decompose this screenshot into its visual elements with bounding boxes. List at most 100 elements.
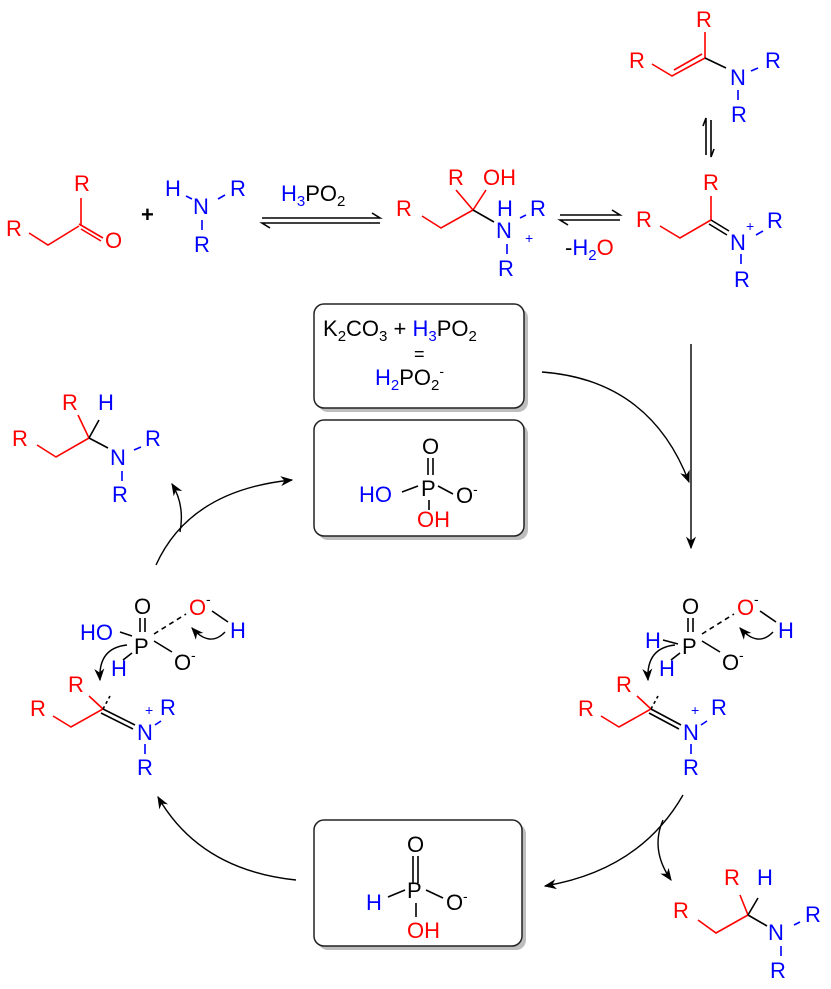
- svg-text:R: R: [30, 696, 46, 721]
- svg-text:N: N: [730, 230, 746, 255]
- ketone-bonds: [28, 198, 104, 246]
- svg-text:P: P: [134, 634, 149, 659]
- arrow-box3-to-left: [157, 795, 297, 881]
- svg-text:-: -: [473, 481, 478, 497]
- svg-text:N: N: [768, 920, 784, 945]
- svg-text:R: R: [731, 102, 747, 127]
- enamine: R R N R R: [629, 7, 781, 127]
- svg-text:R: R: [530, 196, 546, 221]
- svg-text:N: N: [110, 445, 126, 470]
- svg-text:H2PO2-: H2PO2-: [375, 363, 444, 394]
- svg-text:R: R: [683, 755, 699, 780]
- amine-reactant: H N R R: [165, 176, 246, 257]
- svg-text:O: O: [737, 595, 754, 620]
- svg-text:H: H: [497, 196, 513, 221]
- svg-text:R: R: [770, 958, 786, 983]
- svg-text:N: N: [496, 218, 512, 243]
- svg-text:-: -: [463, 888, 468, 904]
- arrow-left-to-box2: [155, 476, 294, 566]
- svg-text:+: +: [145, 702, 153, 718]
- svg-text:R: R: [448, 165, 464, 190]
- svg-text:R: R: [145, 426, 161, 451]
- tautomer-equilibrium-arrow: [702, 117, 715, 158]
- svg-text:R: R: [629, 48, 645, 73]
- svg-text:H: H: [757, 865, 773, 890]
- svg-text:R: R: [765, 48, 781, 73]
- svg-text:R: R: [68, 672, 84, 697]
- ketone-r1: R: [6, 216, 22, 241]
- h3po2-label: H3PO2: [281, 181, 345, 210]
- iminium-top: R R N + R R: [636, 170, 783, 292]
- svg-text:R: R: [673, 898, 689, 923]
- svg-text:H: H: [778, 618, 794, 643]
- svg-text:R: R: [12, 426, 28, 451]
- svg-text:R: R: [498, 256, 514, 281]
- reagent-box: K2CO3 + H3PO2 = H2PO2-: [313, 303, 528, 412]
- svg-text:P: P: [682, 634, 697, 659]
- svg-text:H: H: [659, 656, 675, 681]
- svg-text:R: R: [578, 696, 594, 721]
- svg-text:-: -: [191, 647, 196, 663]
- svg-text:HO: HO: [80, 620, 113, 645]
- svg-text:-: -: [754, 591, 759, 607]
- transition-complex-left: O P HO O - H O - H R R N + R R: [30, 591, 246, 780]
- plus-sign: +: [141, 202, 154, 227]
- svg-text:H: H: [645, 628, 661, 653]
- svg-text:N: N: [683, 720, 699, 745]
- svg-text:OH: OH: [417, 507, 450, 532]
- svg-text:R: R: [805, 902, 821, 927]
- svg-text:-: -: [206, 591, 211, 607]
- svg-text:OH: OH: [483, 165, 516, 190]
- svg-text:R: R: [137, 755, 153, 780]
- svg-text:R: R: [616, 672, 632, 697]
- amine-r2: R: [194, 232, 210, 257]
- svg-text:R: R: [734, 267, 750, 292]
- arrow-to-left-product: [171, 482, 183, 533]
- svg-text:O: O: [682, 594, 699, 619]
- svg-text:H: H: [98, 390, 114, 415]
- svg-text:O: O: [134, 594, 151, 619]
- ketone-oxygen: O: [105, 228, 122, 253]
- svg-text:R: R: [160, 695, 176, 720]
- svg-text:P: P: [421, 476, 436, 501]
- svg-text:O: O: [446, 890, 463, 915]
- ketone-r2: R: [74, 171, 90, 196]
- amine-h: H: [165, 176, 181, 201]
- minus-water-label: -H2O: [565, 235, 614, 264]
- arrow-right-to-box3: [543, 794, 684, 890]
- svg-text:H: H: [111, 656, 127, 681]
- svg-text:O: O: [722, 650, 739, 675]
- svg-text:R: R: [767, 208, 783, 233]
- svg-text:O: O: [174, 650, 191, 675]
- amine-product-left: R R H N R R: [12, 390, 161, 507]
- hypophosphite-box: O P H O - OH: [313, 819, 526, 950]
- svg-text:R: R: [711, 695, 727, 720]
- svg-text:+: +: [746, 218, 754, 234]
- svg-text:R: R: [724, 865, 740, 890]
- svg-text:H: H: [230, 618, 246, 643]
- amine-product-right: R R H N R R: [673, 865, 821, 983]
- svg-text:=: =: [414, 344, 425, 364]
- svg-text:R: R: [112, 482, 128, 507]
- svg-text:H: H: [366, 890, 382, 915]
- svg-text:O: O: [422, 434, 439, 459]
- svg-text:R: R: [696, 7, 712, 32]
- equilibrium-arrow-1: [259, 212, 383, 229]
- ketone-reactant: R R O: [6, 171, 122, 253]
- svg-text:R: R: [636, 207, 652, 232]
- amine-r1: R: [230, 176, 246, 201]
- svg-text:O: O: [407, 832, 424, 857]
- phosphite-box: O P HO O O - OH: [313, 419, 528, 540]
- svg-text:N: N: [730, 65, 746, 90]
- svg-text:OH: OH: [407, 918, 440, 943]
- svg-text:O: O: [456, 483, 473, 508]
- svg-text:K2CO3 + H3PO2: K2CO3 + H3PO2: [323, 316, 477, 345]
- svg-text:N: N: [137, 720, 153, 745]
- catalytic-cycle-arrows: [155, 344, 697, 890]
- transition-complex-right: O P H O - H O - H R R N + R R: [578, 591, 794, 780]
- arrow-to-right-product: [657, 819, 672, 882]
- svg-text:R: R: [62, 390, 78, 415]
- equilibrium-arrow-2: [557, 209, 623, 226]
- svg-text:P: P: [407, 878, 422, 903]
